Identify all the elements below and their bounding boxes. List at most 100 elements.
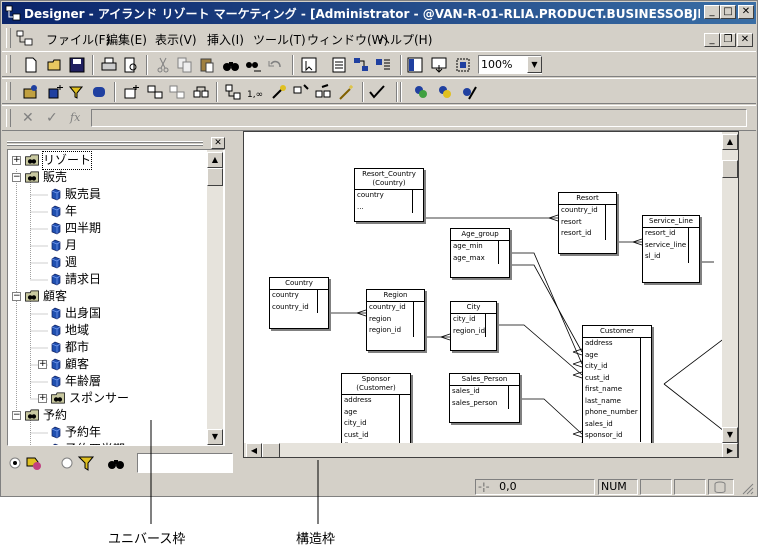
schema-column[interactable]: resort_id	[645, 229, 676, 237]
column-values-icon[interactable]	[430, 56, 448, 74]
list-contexts-icon[interactable]	[436, 83, 454, 101]
edit-context-icon[interactable]	[460, 83, 478, 101]
find-icon[interactable]	[222, 56, 240, 74]
tree-scroll-up-button[interactable]: ▲	[207, 152, 223, 168]
schema-column[interactable]: sales_id	[585, 419, 613, 428]
schema-column[interactable]: last_name	[585, 396, 621, 405]
expand-icon[interactable]: +	[38, 359, 47, 369]
menu-tools[interactable]: ツール(T)	[253, 33, 306, 47]
insert-derived-table-icon[interactable]	[168, 83, 186, 101]
save-icon[interactable]	[68, 56, 86, 74]
structure-vscroll-thumb[interactable]	[722, 160, 738, 178]
zoom-to-fit-icon[interactable]	[454, 56, 472, 74]
join-line[interactable]	[663, 383, 724, 442]
schema-column[interactable]: country_id	[369, 303, 406, 311]
structure-scroll-up-button[interactable]: ▲	[722, 134, 738, 150]
print-preview-icon[interactable]	[122, 56, 140, 74]
schema-column[interactable]: age_min	[453, 242, 483, 250]
insert-class-icon[interactable]	[22, 83, 40, 101]
join-line[interactable]	[510, 264, 583, 353]
menu-view[interactable]: 表示(V)	[155, 33, 197, 47]
structure-scroll-left-button[interactable]: ◀	[246, 443, 262, 457]
pane-grip[interactable]	[7, 144, 203, 146]
schema-column[interactable]: sl_id	[645, 252, 661, 260]
mdi-restore-button[interactable]: ❐	[720, 33, 736, 47]
tree-scroll-down-button[interactable]: ▼	[207, 429, 223, 445]
schema-column[interactable]: address	[585, 339, 613, 347]
schema-column[interactable]: resort	[561, 217, 582, 226]
structure-vertical-scrollbar[interactable]: ▲ ▼	[722, 132, 738, 443]
collapse-icon[interactable]: −	[12, 172, 21, 182]
mdi-close-button[interactable]: ✕	[737, 33, 753, 47]
close-button[interactable]: ✕	[738, 5, 754, 19]
minimize-button[interactable]: _	[704, 5, 720, 19]
schema-column[interactable]: city_id	[453, 315, 476, 323]
structure-scroll-right-button[interactable]: ▶	[722, 443, 738, 457]
insert-alias-icon[interactable]	[146, 83, 164, 101]
table-browser-icon[interactable]	[330, 56, 348, 74]
schema-column[interactable]: sales_id	[452, 387, 480, 395]
join-line[interactable]	[520, 398, 583, 435]
menu-help[interactable]: ヘルプ(H)	[378, 33, 433, 47]
menu-insert[interactable]: 挿入(I)	[207, 33, 244, 47]
copy-icon[interactable]	[176, 56, 194, 74]
select-icon[interactable]	[300, 56, 318, 74]
open-icon[interactable]	[46, 56, 64, 74]
toolbar-grip[interactable]	[6, 109, 11, 127]
universe-tree[interactable]: +リゾート−販売販売員年四半期月週請求日−顧客出身国地域都市+顧客年齢層+スポン…	[7, 149, 225, 446]
print-icon[interactable]	[100, 56, 118, 74]
schema-column[interactable]: city_id	[585, 362, 608, 370]
menu-file[interactable]: ファイル(F)	[46, 33, 111, 47]
schema-column[interactable]: cust_id	[344, 430, 369, 439]
contexts-icon[interactable]	[412, 83, 430, 101]
structure-horizontal-scrollbar[interactable]: ◀ ▶	[244, 443, 738, 457]
conditions-radio[interactable]	[61, 457, 73, 469]
wand-icon[interactable]	[338, 83, 356, 101]
expand-icon[interactable]: +	[12, 155, 21, 165]
collapse-icon[interactable]: −	[12, 291, 21, 301]
join-line[interactable]	[663, 328, 724, 385]
designer-app-icon[interactable]	[5, 5, 21, 21]
insert-join-icon[interactable]	[192, 83, 210, 101]
detect-contexts-icon[interactable]	[292, 83, 310, 101]
toolbar-grip[interactable]	[6, 55, 11, 73]
classes-objects-radio[interactable]	[9, 457, 21, 469]
detect-loops-icon[interactable]	[314, 83, 332, 101]
menubar-grip[interactable]	[6, 28, 11, 48]
table-values-icon[interactable]	[406, 56, 424, 74]
pane-grip[interactable]	[7, 141, 203, 143]
tree-vertical-scrollbar[interactable]: ▲ ▼	[207, 150, 223, 445]
join-line[interactable]	[497, 324, 583, 376]
insert-condition-icon[interactable]	[68, 83, 86, 101]
structure-hscroll-thumb[interactable]	[262, 443, 280, 457]
new-icon[interactable]	[22, 56, 40, 74]
schema-column[interactable]: country_id	[561, 206, 598, 214]
schema-column[interactable]: phone_number	[585, 408, 638, 416]
join-line[interactable]	[510, 252, 583, 365]
schema-column[interactable]: ...	[357, 202, 364, 211]
resize-grip-icon[interactable]	[740, 481, 754, 495]
detect-cardinalities-icon[interactable]: 1,∞	[246, 83, 264, 101]
schema-column[interactable]: service_line	[645, 240, 687, 249]
insert-table-icon[interactable]	[122, 83, 140, 101]
schema-column[interactable]: region_id	[453, 326, 486, 335]
schema-column[interactable]: sales_person	[452, 398, 498, 407]
check-integrity-icon[interactable]	[368, 83, 386, 101]
expand-icon[interactable]: +	[38, 393, 47, 403]
schema-column[interactable]: age	[344, 407, 358, 416]
schema-column[interactable]: country_id	[272, 302, 309, 311]
menu-edit[interactable]: 編集(E)	[106, 33, 147, 47]
schema-column[interactable]: address	[344, 396, 372, 404]
schema-column[interactable]: first_name	[585, 385, 623, 393]
menu-window[interactable]: ウィンドウ(W)	[307, 33, 389, 47]
pane-close-button[interactable]: ✕	[211, 137, 225, 149]
schema-column[interactable]: age	[585, 350, 599, 359]
